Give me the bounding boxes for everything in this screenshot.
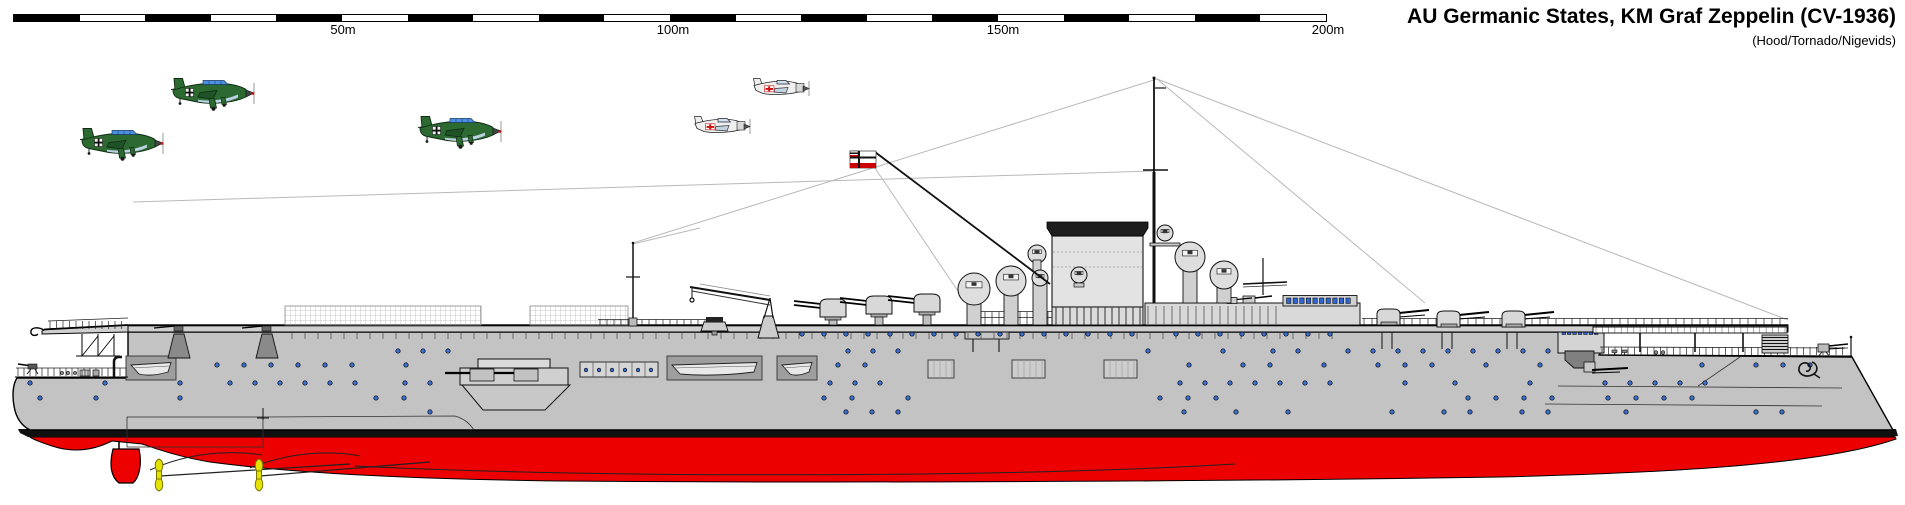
hull-plating-lines (126, 356, 1843, 448)
rigging-wires (132, 78, 1789, 321)
hangar-door (1011, 359, 1046, 379)
aircraft-dive-bomber (417, 116, 502, 149)
porthole-field (27, 331, 1813, 415)
scale-bar (13, 14, 1327, 22)
aircraft-fighter (753, 78, 810, 96)
crash-barrier-net (284, 305, 629, 326)
scale-label-150m: 150m (986, 22, 1020, 37)
propeller (254, 458, 264, 492)
page-title: AU Germanic States, KM Graf Zeppelin (CV… (1407, 5, 1896, 28)
scale-segment (145, 15, 211, 21)
anchor-chain-reel (1761, 334, 1789, 354)
flag-gaff (874, 151, 1051, 285)
aa-turret-twin (887, 293, 941, 326)
radio-mast (626, 241, 640, 327)
scale-segment (1260, 15, 1326, 21)
aa-turret-single (1436, 310, 1490, 349)
hangar-door (1103, 359, 1138, 379)
rangefinder-dome (957, 272, 991, 326)
scale-segment (1194, 15, 1261, 21)
waterline-stripe (18, 429, 1898, 437)
rangefinder-dome (995, 265, 1027, 326)
ships-boat (776, 355, 818, 381)
scale-segment (210, 15, 277, 21)
scale-segment (538, 15, 605, 21)
scale-label-200m: 200m (1311, 22, 1345, 37)
rudder (110, 441, 141, 484)
page-subtitle: (Hood/Tornado/Nigevids) (1752, 33, 1896, 48)
scale-segment (79, 15, 146, 21)
jackstaff (1849, 335, 1853, 356)
stern-ramp (30, 317, 129, 357)
aircraft-dive-bomber (170, 78, 255, 111)
casemate-gun-aft (445, 358, 572, 411)
forecastle-fittings (1597, 346, 1853, 357)
rangefinder-dome (1174, 241, 1206, 304)
scale-segment (604, 15, 670, 21)
scale-segment (276, 15, 342, 21)
casemate-gun-bow (1564, 350, 1629, 374)
ships-boat (666, 355, 763, 381)
naval-ensign-flag (849, 150, 877, 169)
boat-davit (153, 325, 191, 359)
flight-deck (127, 324, 1789, 333)
scale-label-50m: 50m (330, 22, 356, 37)
scale-segment (407, 15, 474, 21)
underwater-hull (28, 436, 1897, 483)
anchor (1798, 361, 1821, 379)
aa-turret-single (1501, 310, 1555, 349)
quarterdeck-fittings (15, 355, 128, 378)
propeller (154, 458, 164, 492)
scale-segment (932, 15, 998, 21)
main-mast (1143, 76, 1168, 303)
scale-segment (866, 15, 933, 21)
ships-boat (125, 355, 177, 381)
mast-platform (1149, 242, 1181, 247)
aircraft-dive-bomber (79, 128, 164, 161)
rangefinder-dome (1156, 224, 1174, 242)
scale-segment (669, 15, 736, 21)
scale-segment (473, 15, 539, 21)
searchlight-platform (700, 317, 729, 336)
scale-segment (341, 15, 408, 21)
deck-soffit-bow (1592, 326, 1788, 352)
scale-segment (1129, 15, 1195, 21)
island (1046, 221, 1149, 326)
gallery-window-band (579, 361, 659, 378)
scale-segment (997, 15, 1064, 21)
scale-segment (1063, 15, 1130, 21)
aa-turret-twin (793, 298, 847, 326)
scale-segment (14, 15, 80, 21)
scale-label-100m: 100m (656, 22, 690, 37)
island-aft-gallery (1144, 258, 1361, 326)
hangar-door (927, 359, 955, 379)
rangefinder-dome (1070, 266, 1088, 284)
aircraft-fighter (694, 116, 751, 134)
deck-crane (689, 283, 780, 339)
rangefinder-dome (1031, 269, 1049, 326)
rangefinder-dome (1027, 244, 1047, 264)
aa-turret-single (1376, 308, 1430, 349)
aa-turret-twin (839, 295, 893, 326)
scale-segment (735, 15, 802, 21)
boat-davit (241, 325, 279, 359)
rangefinder-dome (1209, 260, 1239, 304)
gallery-stanchions (291, 333, 1333, 339)
bow-aa-gun (1817, 343, 1849, 358)
scale-segment (801, 15, 867, 21)
